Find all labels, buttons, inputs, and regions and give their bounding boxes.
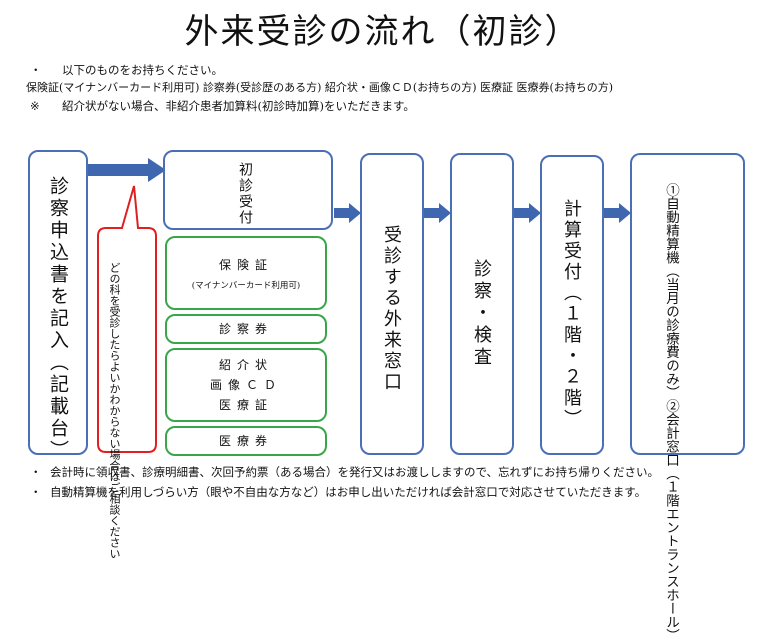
reference-mark: ※: [30, 99, 40, 113]
step-outpatient-box: 受診する外来窓口: [360, 153, 424, 455]
doc-insurance: 保険証: [218, 258, 273, 272]
bring-intro-text: 以下のものをお持ちください。: [62, 63, 223, 77]
receipt-note: 会計時に領収書、診療明細書、次回予約票（ある場合）を発行又はお渡ししますので、忘…: [50, 465, 660, 479]
bullet-mark: ・: [30, 63, 42, 77]
step-fill-form-text: 診察申込書を記入（記載台）: [47, 176, 69, 462]
consult-callout: どの科を受診したらよいかわからない場合はご相談ください: [96, 178, 158, 559]
step-outpatient-text: 受診する外来窓口: [381, 225, 402, 393]
step-fill-form-box: 診察申込書を記入（記載台）: [28, 150, 88, 462]
step-exam-box: 診察・検査: [450, 153, 514, 455]
doc-insurance-box: 保険証 (マイナンバーカード利用可): [165, 236, 327, 310]
doc-insurance-sub: (マイナンバーカード利用可): [191, 281, 301, 291]
arrow-to-payment: [514, 203, 541, 223]
callout-line-1: どの科を受診したらよいかわか: [108, 262, 121, 416]
doc-medical-cert: 医療証: [218, 398, 273, 412]
doc-medical-ticket: 医療券: [218, 434, 273, 448]
doc-image-cd: 画像ＣＤ: [209, 378, 282, 392]
referral-fee-note: 紹介状がない場合、非紹介患者加算料(初診時加算)をいただきます。: [62, 99, 415, 113]
arrow-to-first-visit: [88, 158, 166, 182]
bring-items-text: 保険証(マイナンバーカード利用可) 診察券(受診歴のある方) 紹介状・画像ＣＤ(…: [26, 81, 614, 94]
step-exam-text: 診察・検査: [471, 259, 492, 369]
page-title: 外来受診の流れ（初診）: [184, 12, 581, 52]
checkout-option-window: ②会計窓口（１階エントランスホール）: [663, 399, 679, 642]
doc-medical-ticket-box: 医療券: [165, 426, 327, 456]
step-first-visit-box: 初診受付: [163, 150, 333, 230]
step-first-visit-text: 初診受付: [237, 162, 253, 226]
arrow-to-exam: [424, 203, 451, 223]
checkout-option-auto-machine: ①自動精算機（当月の診療費のみ）: [663, 183, 679, 399]
arrow-to-checkout: [604, 203, 631, 223]
step-payment-text: 計算受付（１階・２階）: [561, 199, 582, 430]
assist-note: 自動精算機を利用しづらい方（眼や不自由な方など）はお申し出いただければ会計窓口で…: [50, 485, 647, 499]
doc-patient-card-box: 診察券: [165, 314, 327, 344]
callout-line-2: らない場合はご相談ください: [108, 416, 121, 559]
footer-bullet-1: ・: [30, 465, 42, 479]
step-checkout-box: ①自動精算機（当月の診療費のみ）②会計窓口（１階エントランスホール）: [630, 153, 745, 642]
step-payment-box: 計算受付（１階・２階）: [540, 155, 604, 455]
doc-patient-card: 診察券: [218, 322, 273, 336]
doc-referral-box: 紹介状 画像ＣＤ 医療証: [165, 348, 327, 422]
callout-outline: [97, 185, 157, 453]
footer-bullet-2: ・: [30, 485, 42, 499]
doc-referral: 紹介状: [218, 358, 273, 372]
arrow-to-outpatient: [334, 203, 361, 223]
